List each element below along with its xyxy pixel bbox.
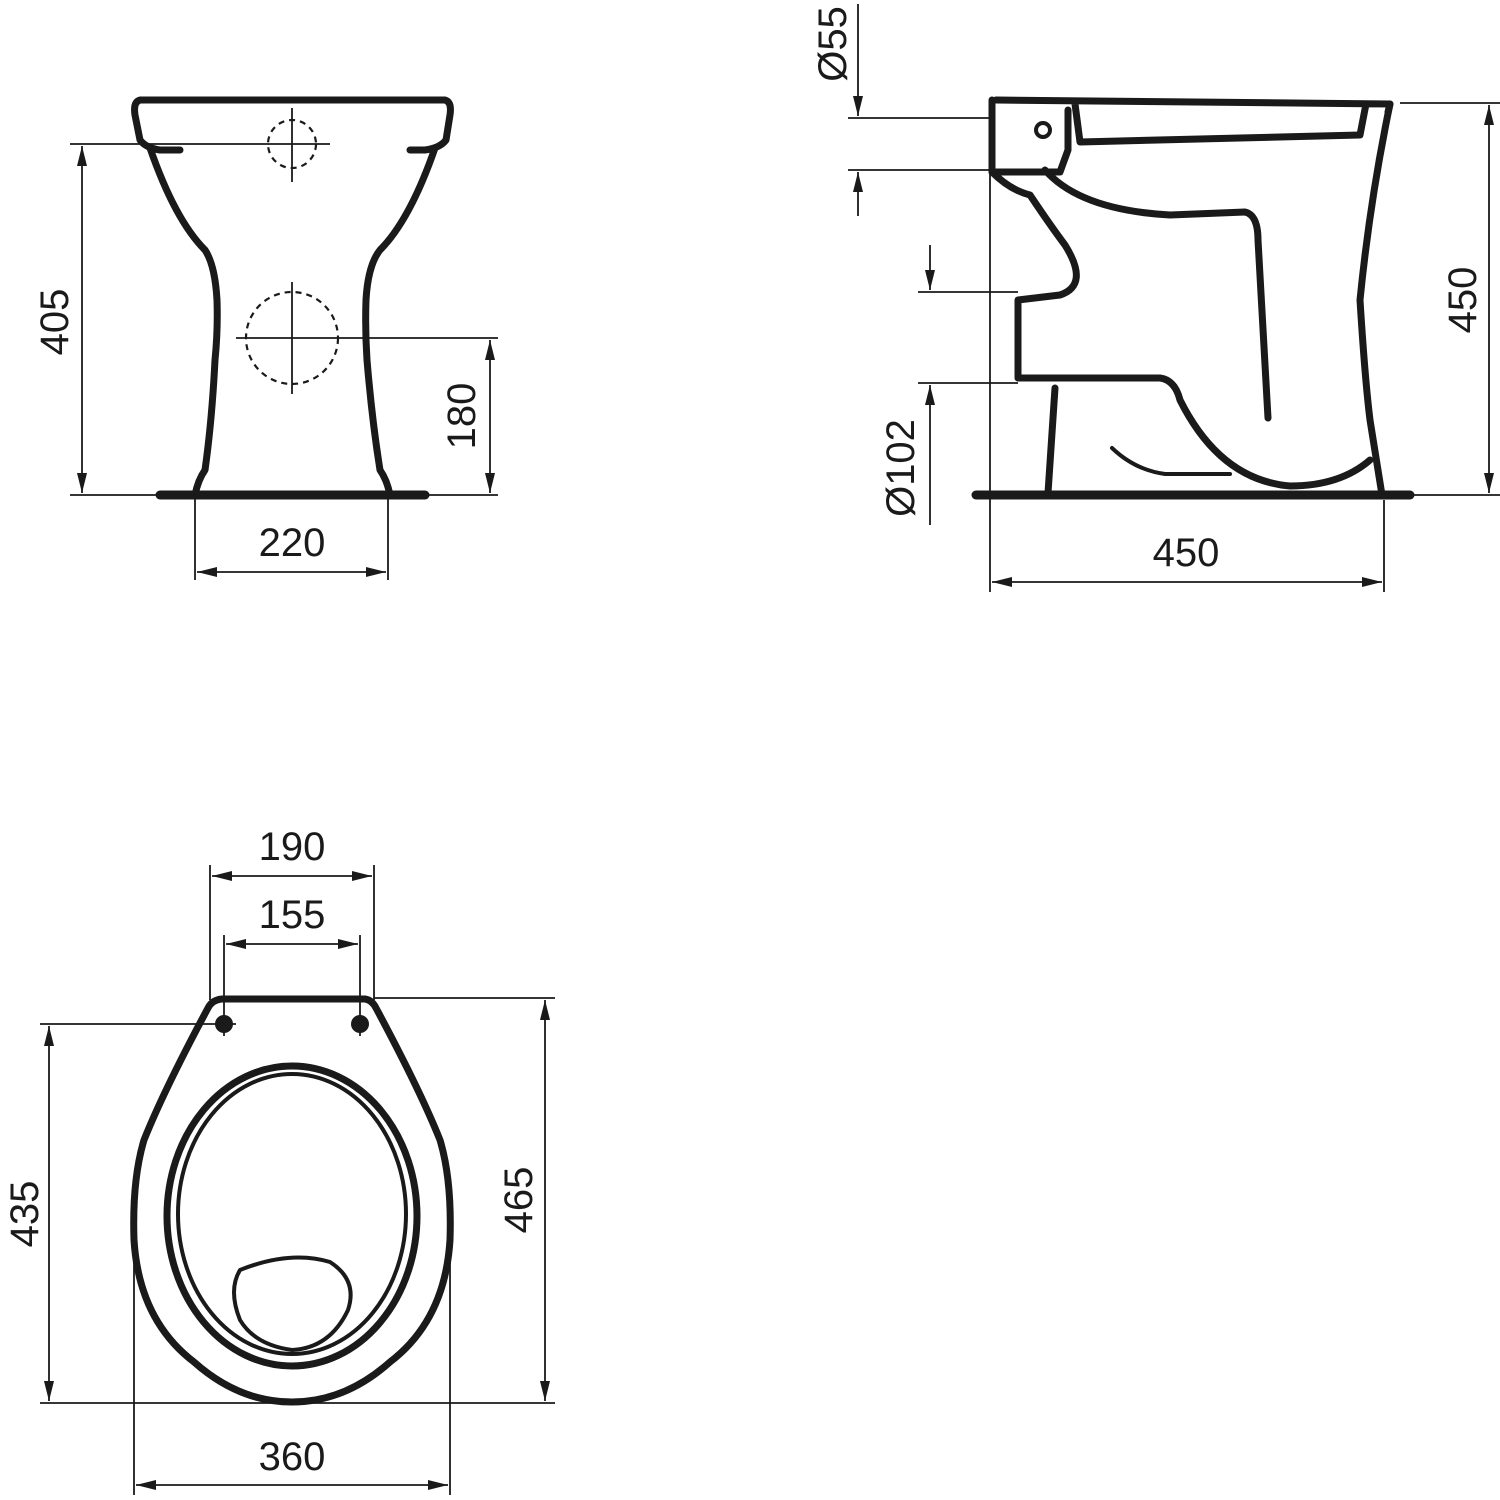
dim-190: 190 <box>259 825 326 869</box>
side-view: Ø55 Ø102 450 450 <box>811 4 1500 592</box>
top-outline <box>130 995 454 1406</box>
bowl-inner <box>176 1072 408 1356</box>
bowl-outer <box>163 1062 421 1370</box>
front-body-left <box>146 144 221 499</box>
dim-405: 405 <box>33 289 77 356</box>
dim-220: 220 <box>259 521 326 565</box>
top-view: 190 155 435 465 360 <box>3 825 555 1495</box>
side-trap <box>988 168 1374 490</box>
dim-depth-450: 450 <box>1153 531 1220 575</box>
dim-height-450: 450 <box>1441 267 1485 334</box>
side-floor-curve <box>1110 446 1232 476</box>
dim-inlet-diameter: Ø55 <box>811 6 855 82</box>
side-foot <box>1044 384 1059 497</box>
dim-360: 360 <box>259 1435 326 1479</box>
dim-465: 465 <box>497 1167 541 1234</box>
water-spot <box>232 1255 353 1352</box>
side-bowl-inner <box>1041 166 1272 422</box>
side-top <box>992 96 1394 146</box>
dim-155: 155 <box>259 893 326 937</box>
side-inlet-block <box>988 96 1072 176</box>
side-back <box>1356 100 1394 499</box>
dim-180: 180 <box>440 383 484 450</box>
dim-435: 435 <box>3 1181 47 1248</box>
dim-outlet-diameter: Ø102 <box>879 419 923 517</box>
front-view: 405 180 220 <box>33 96 498 580</box>
front-body-right <box>362 144 439 499</box>
